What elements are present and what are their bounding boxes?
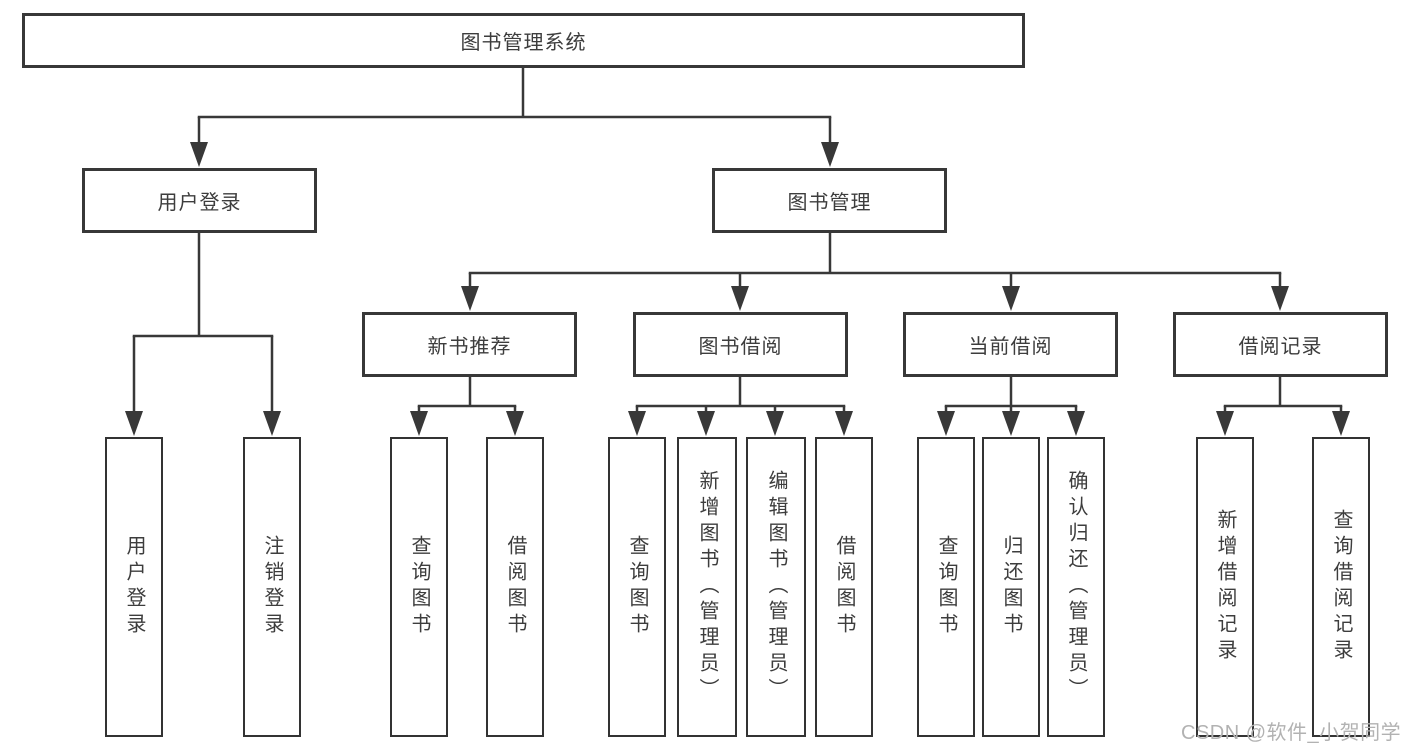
leaf-label: 注销登录 bbox=[261, 535, 283, 639]
leaf-user-login: 用户登录 bbox=[105, 437, 163, 737]
leaf-label: 编辑图书（管理员） bbox=[765, 470, 787, 704]
node-book-borrowing: 图书借阅 bbox=[633, 312, 848, 377]
leaf-label: 借阅图书 bbox=[833, 535, 855, 639]
leaf-label: 新增图书（管理员） bbox=[696, 470, 718, 704]
leaf-return-books: 归还图书 bbox=[982, 437, 1040, 737]
leaf-label: 查询借阅记录 bbox=[1330, 509, 1352, 665]
leaf-query-borrow-record: 查询借阅记录 bbox=[1312, 437, 1370, 737]
node-new-book-recommendation: 新书推荐 bbox=[362, 312, 577, 377]
node-borrowing-records: 借阅记录 bbox=[1173, 312, 1388, 377]
leaf-label: 查询图书 bbox=[408, 535, 430, 639]
leaf-query-books-borrow: 查询图书 bbox=[608, 437, 666, 737]
leaf-label: 新增借阅记录 bbox=[1214, 509, 1236, 665]
leaf-label: 查询图书 bbox=[935, 535, 957, 639]
leaf-edit-books-admin: 编辑图书（管理员） bbox=[746, 437, 806, 737]
node-user-login: 用户登录 bbox=[82, 168, 317, 233]
leaf-query-books-recommend: 查询图书 bbox=[390, 437, 448, 737]
leaf-label: 归还图书 bbox=[1000, 535, 1022, 639]
leaf-label: 借阅图书 bbox=[504, 535, 526, 639]
csdn-watermark: CSDN @软件_小贺同学 bbox=[1181, 722, 1402, 744]
leaf-borrow-books: 借阅图书 bbox=[815, 437, 873, 737]
leaf-borrow-books-recommend: 借阅图书 bbox=[486, 437, 544, 737]
node-book-management: 图书管理 bbox=[712, 168, 947, 233]
leaf-query-books-current: 查询图书 bbox=[917, 437, 975, 737]
node-library-management-system: 图书管理系统 bbox=[22, 13, 1025, 68]
leaf-add-books-admin: 新增图书（管理员） bbox=[677, 437, 737, 737]
leaf-label: 确认归还（管理员） bbox=[1065, 470, 1087, 704]
leaf-confirm-return-admin: 确认归还（管理员） bbox=[1047, 437, 1105, 737]
node-current-borrowing: 当前借阅 bbox=[903, 312, 1118, 377]
leaf-label: 查询图书 bbox=[626, 535, 648, 639]
leaf-label: 用户登录 bbox=[123, 535, 145, 639]
leaf-logout: 注销登录 bbox=[243, 437, 301, 737]
leaf-add-borrow-record: 新增借阅记录 bbox=[1196, 437, 1254, 737]
